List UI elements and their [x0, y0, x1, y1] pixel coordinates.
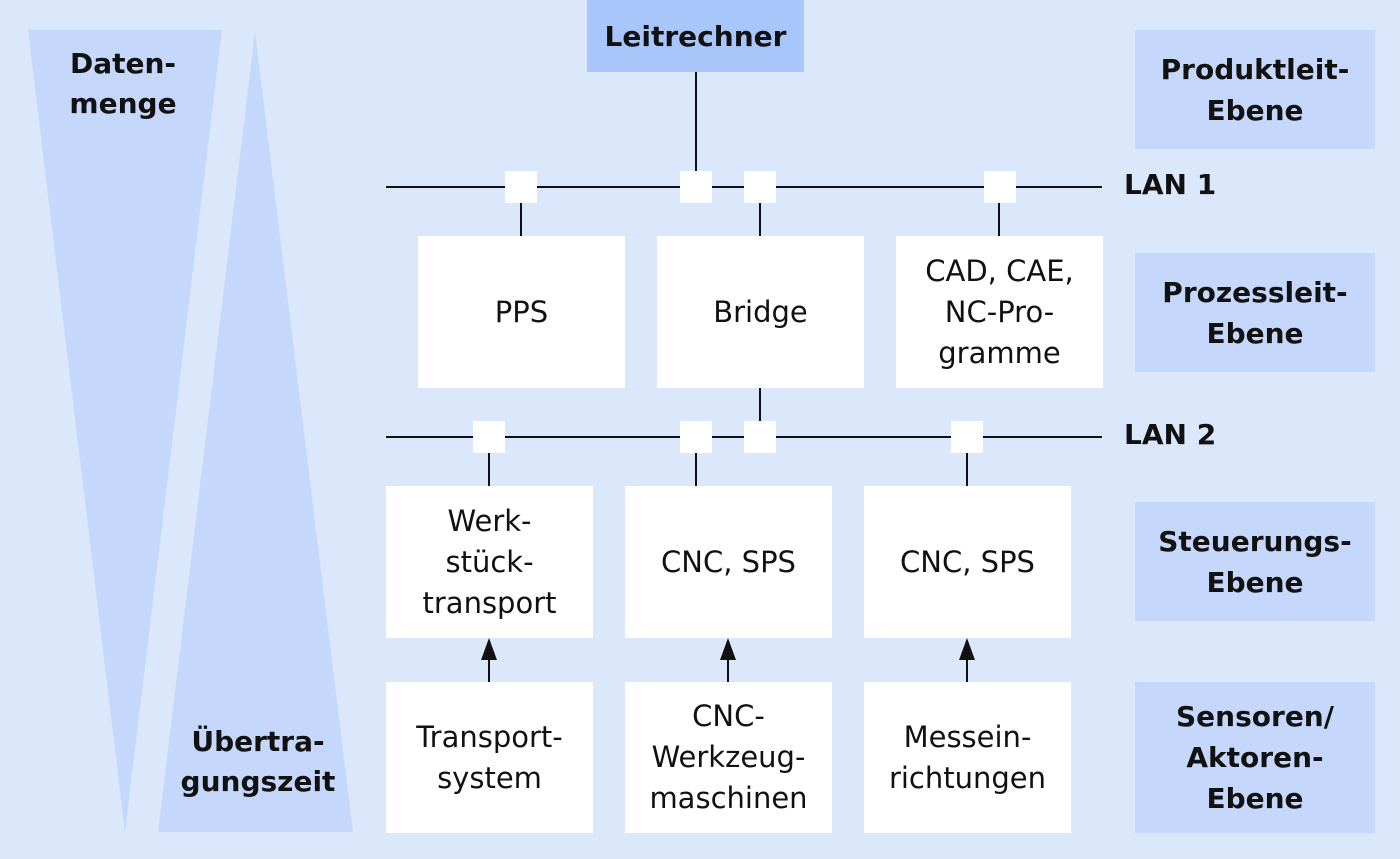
lan1-tap-bridge	[744, 171, 776, 203]
lan1-tap-cad	[984, 171, 1016, 203]
transfer-time-label: Übertra- gungszeit	[180, 725, 336, 798]
arrow-cnc-head	[720, 638, 736, 660]
node-cnc-werkzeugmaschinen: CNC- Werkzeug- maschinen	[625, 682, 832, 833]
level-prozessleit: Prozessleit- Ebene	[1135, 253, 1375, 372]
lan1-tap-leitrechner	[680, 171, 712, 203]
arrow-mess-head	[959, 638, 975, 660]
transfer-time-triangle	[158, 32, 353, 832]
level-sensoren-aktoren: Sensoren/ Aktoren- Ebene	[1135, 682, 1375, 833]
node-pps: PPS	[418, 236, 625, 388]
node-messeinrichtungen: Messein- richtungen	[864, 682, 1071, 833]
node-bridge: Bridge	[657, 236, 864, 388]
leitrechner-node: Leitrechner	[587, 0, 804, 72]
lan2-tap-cnc1	[680, 421, 712, 453]
data-volume-label: Daten- menge	[69, 47, 177, 120]
level-produktleit: Produktleit- Ebene	[1135, 30, 1375, 149]
data-volume-triangle	[28, 30, 222, 832]
lan2-tap-bridge	[744, 421, 776, 453]
node-cad-cae: CAD, CAE, NC-Pro- gramme	[896, 236, 1103, 388]
arrow-transport-head	[481, 638, 497, 660]
lan2-label: LAN 2	[1124, 418, 1217, 451]
level-steuerung: Steuerungs- Ebene	[1135, 502, 1375, 621]
lan2-tap-cnc2	[951, 421, 983, 453]
node-werkstuecktransport: Werk- stück- transport	[386, 486, 593, 638]
node-cnc-sps-2: CNC, SPS	[864, 486, 1071, 638]
node-transportsystem: Transport- system	[386, 682, 593, 833]
lan2-tap-transport	[473, 421, 505, 453]
lan1-tap-pps	[505, 171, 537, 203]
lan1-label: LAN 1	[1124, 168, 1217, 201]
node-cnc-sps-1: CNC, SPS	[625, 486, 832, 638]
